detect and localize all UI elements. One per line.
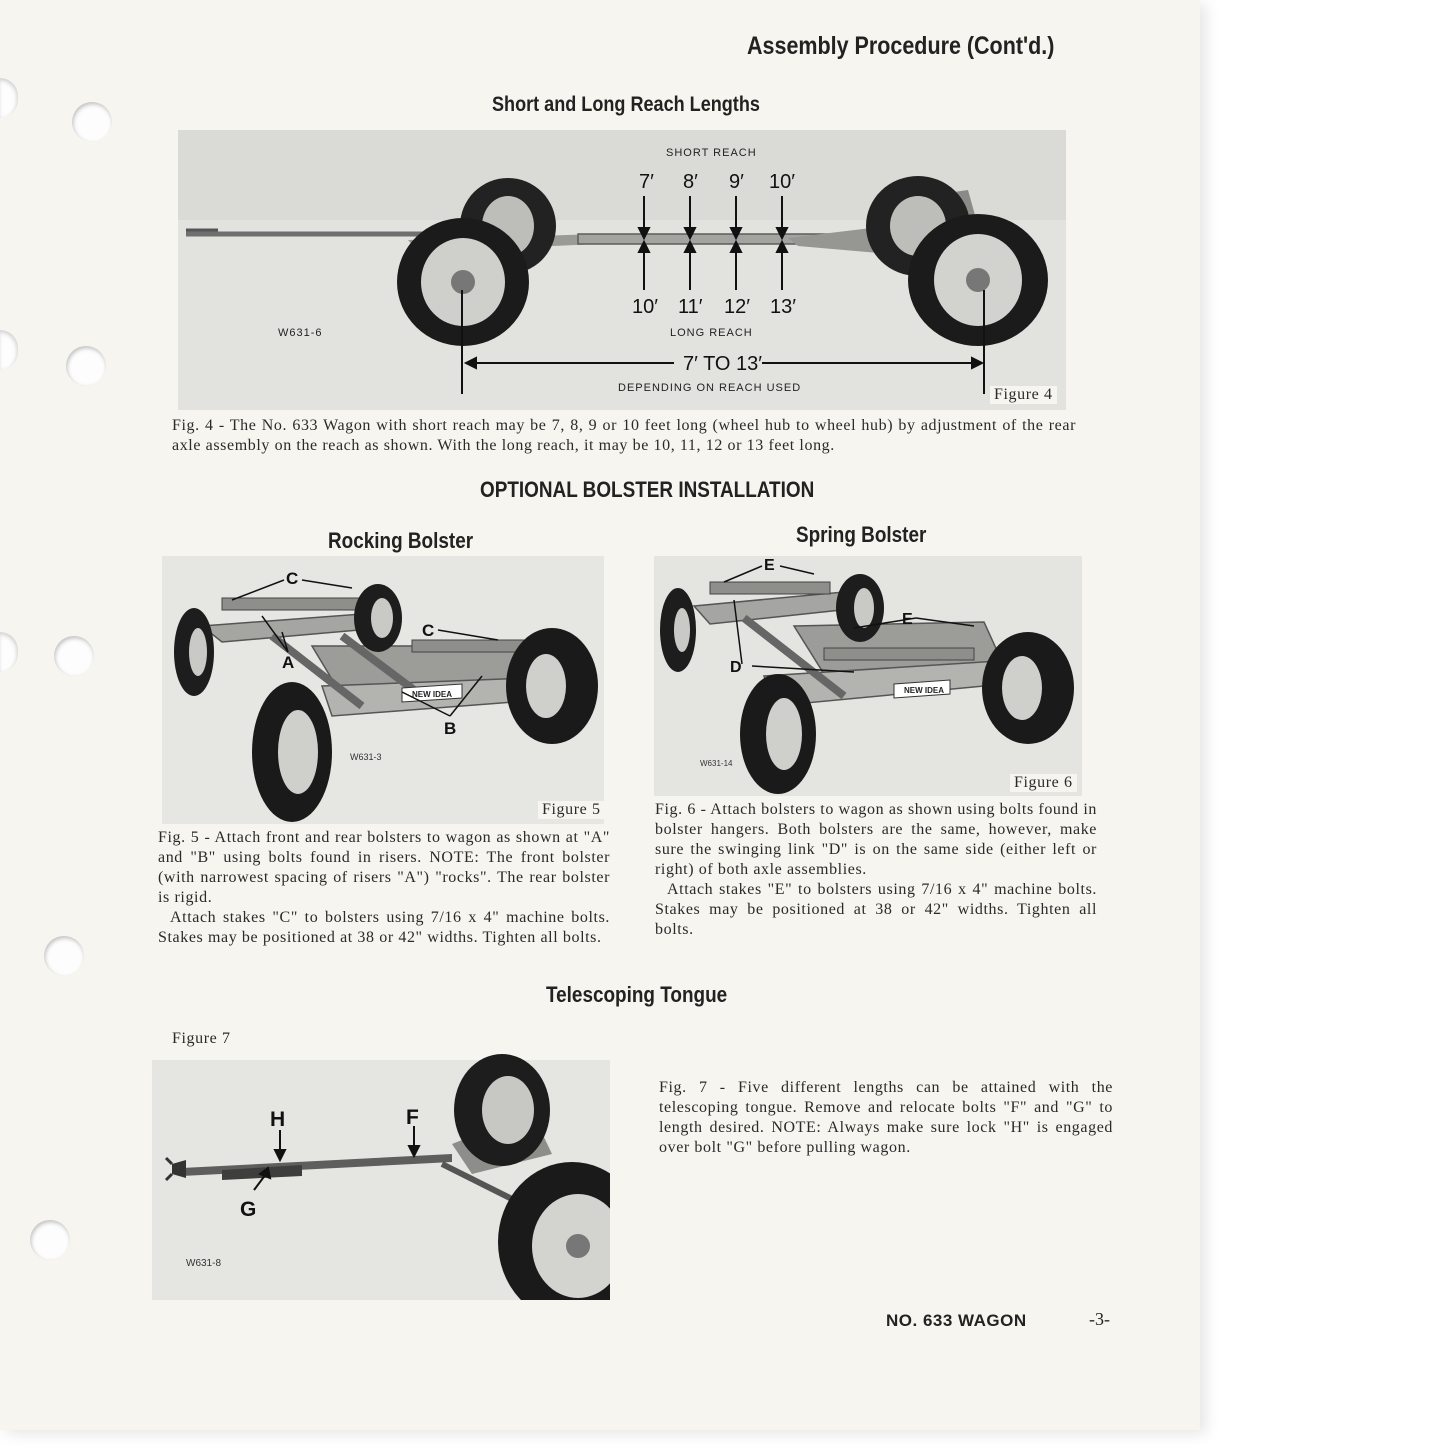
long-reach-label: LONG REACH [670,327,753,339]
reach-range-label: 7′ TO 13′ [683,353,762,375]
figure-6-caption-text: Fig. 6 - Attach bolsters to wagon as sho… [655,801,1097,878]
figure-7-caption-text: Fig. 7 - Five different lengths can be a… [659,1079,1113,1156]
short-reach-value: 7′ [639,171,654,193]
wagon-reach-diagram: SHORT REACH 7′ 8′ 9′ 10′ 10′ 11′ 12′ 13′… [178,130,1066,410]
rocking-bolster-illustration: NEW IDEA C C A B W631-3 [162,556,604,824]
section-heading-tongue: Telescoping Tongue [546,982,728,1007]
footer-model: NO. 633 WAGON [886,1311,1027,1330]
callout-c: C [422,621,434,640]
photo-code: W631-14 [700,759,733,768]
figure-5-photo: NEW IDEA C C A B W631-3 [162,556,604,824]
callout-b: B [444,719,456,738]
callout-e: E [902,611,913,628]
callout-e: E [764,557,775,574]
photo-code: W631-3 [350,752,382,762]
figure-5-label: Figure 5 [538,801,605,819]
section-heading-bolster: OPTIONAL BOLSTER INSTALLATION [480,477,815,502]
callout-d: D [730,659,742,676]
figure-6-caption: Fig. 6 - Attach bolsters to wagon as sho… [655,800,1097,940]
brand-badge: NEW IDEA [904,686,944,695]
figure-4-caption: Fig. 4 - The No. 633 Wagon with short re… [172,416,1076,456]
long-reach-value: 13′ [770,296,796,318]
rocking-bolster-heading: Rocking Bolster [328,528,474,553]
callout-c: C [286,569,298,588]
photo-code: W631-6 [278,327,323,339]
page-number: -3- [1089,1309,1110,1329]
callout-a: A [282,653,294,672]
binder-hole [72,102,112,142]
figure-5-caption-text: Attach stakes "C" to bolsters using 7/16… [158,909,610,946]
telescoping-tongue-illustration: H F G W631-8 [152,1024,610,1300]
figure-5-caption: Fig. 5 - Attach front and rear bolsters … [158,828,610,948]
figure-6-label: Figure 6 [1010,774,1077,792]
short-reach-label: SHORT REACH [666,147,757,159]
figure-7-label: Figure 7 [166,1030,237,1048]
long-reach-value: 12′ [724,296,750,318]
binder-hole [66,346,106,386]
callout-h: H [270,1108,285,1131]
callout-g: G [240,1198,256,1221]
page-title: Assembly Procedure (Cont'd.) [747,32,1055,60]
figure-5-caption-text: Fig. 5 - Attach front and rear bolsters … [158,829,610,906]
long-reach-value: 10′ [632,296,658,318]
figure-4-photo: SHORT REACH 7′ 8′ 9′ 10′ 10′ 11′ 12′ 13′… [178,130,1066,410]
binder-hole [0,330,18,370]
figure-6-caption-text: Attach stakes "E" to bolsters using 7/16… [655,881,1097,938]
figure-7-caption: Fig. 7 - Five different lengths can be a… [659,1078,1113,1158]
brand-badge: NEW IDEA [412,690,452,699]
binder-hole [54,636,94,676]
spring-bolster-heading: Spring Bolster [796,522,927,547]
binder-hole [0,632,18,672]
figure-7-photo: H F G W631-8 [152,1024,610,1300]
figure-4-label: Figure 4 [990,386,1057,404]
short-reach-value: 8′ [683,171,698,193]
section-heading-reach: Short and Long Reach Lengths [492,93,760,116]
binder-hole [44,936,84,976]
figure-6-photo: NEW IDEA E E D W631-14 [654,556,1082,796]
binder-hole [30,1220,70,1260]
binder-hole [0,78,18,118]
short-reach-value: 10′ [769,171,795,193]
depending-on-reach-label: DEPENDING ON REACH USED [618,382,801,394]
spring-bolster-illustration: NEW IDEA E E D W631-14 [654,556,1082,796]
figure-4-caption-text: Fig. 4 - The No. 633 Wagon with short re… [172,417,1076,454]
callout-f: F [406,1106,419,1129]
photo-code: W631-8 [186,1258,221,1269]
long-reach-value: 11′ [678,296,703,318]
short-reach-value: 9′ [729,171,744,193]
